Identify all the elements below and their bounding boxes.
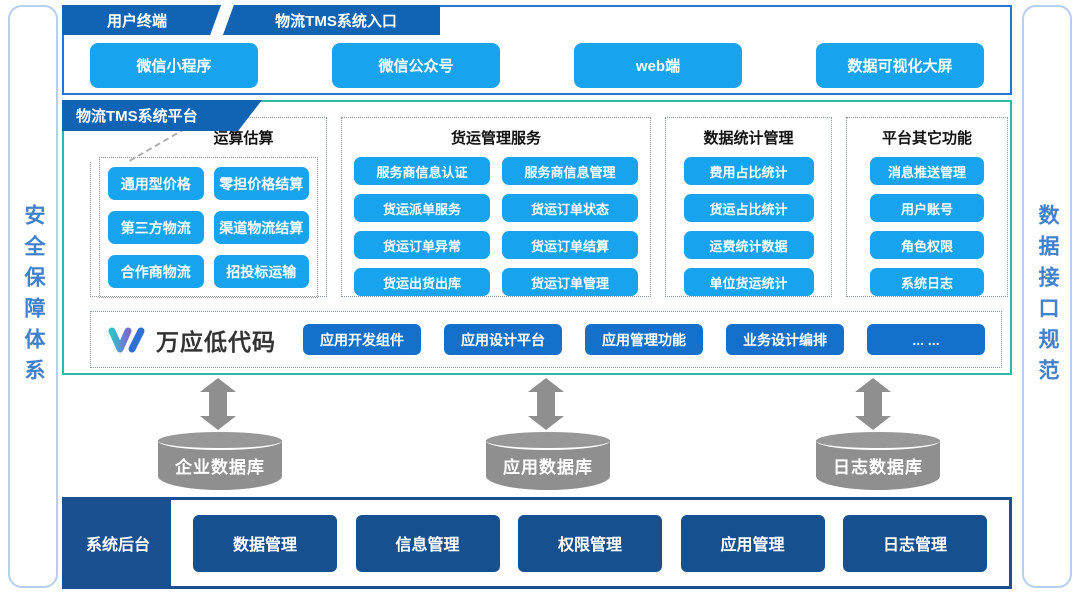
dispatch-service-button[interactable]: 货运派单服务 (354, 194, 490, 222)
log-database-cylinder: 日志数据库 (816, 432, 940, 490)
web-client-button[interactable]: web端 (574, 43, 742, 88)
wechat-miniprogram-button[interactable]: 微信小程序 (90, 43, 258, 88)
lowcode-buttons-row: 应用开发组件 应用设计平台 应用管理功能 业务设计编排 ... ... (303, 324, 985, 355)
entry-header-tab: 用户终端 物流TMS系统入口 (62, 0, 440, 41)
user-terminal-label: 用户终端 (106, 12, 167, 30)
system-backend-section: 系统后台 数据管理 信息管理 权限管理 应用管理 日志管理 (62, 497, 1012, 589)
more-ellipsis-button[interactable]: ... ... (867, 324, 985, 355)
order-management-button[interactable]: 货运订单管理 (502, 268, 638, 296)
unit-freight-stats-button[interactable]: 单位货运统计 (683, 268, 814, 296)
permission-management-button[interactable]: 权限管理 (518, 514, 662, 572)
system-log-button[interactable]: 系统日志 (870, 268, 984, 296)
data-interface-label: 数据接口规范 (1036, 203, 1059, 390)
column-freight-management: 货运管理服务 服务商信息认证 服务商信息管理 货运派单服务 货运订单状态 货运订… (341, 117, 651, 297)
data-interface-pillar: 数据接口规范 (1022, 5, 1072, 588)
column-data-statistics: 数据统计管理 费用占比统计 货运占比统计 运费统计数据 单位货运统计 (665, 117, 832, 297)
data-visualization-screen-button[interactable]: 数据可视化大屏 (816, 43, 984, 88)
order-exception-button[interactable]: 货运订单异常 (354, 231, 490, 259)
role-permission-button[interactable]: 角色权限 (870, 231, 984, 259)
entry-buttons-row: 微信小程序 微信公众号 web端 数据可视化大屏 (64, 43, 1010, 88)
app-management-button[interactable]: 应用管理功能 (585, 324, 703, 355)
column-title: 运算估算 (213, 130, 274, 147)
entry-section: 用户终端 物流TMS系统入口 微信小程序 微信公众号 web端 数据可视化大屏 (62, 0, 1012, 95)
wanying-lowcode-logo: 万应低代码 (107, 323, 303, 357)
column-other-functions: 平台其它功能 消息推送管理 用户账号 角色权限 系统日志 (846, 117, 1008, 297)
double-arrow-icon (855, 378, 891, 430)
message-push-button[interactable]: 消息推送管理 (870, 157, 984, 185)
order-settlement-button[interactable]: 货运订单结算 (502, 231, 638, 259)
log-management-button[interactable]: 日志管理 (843, 514, 987, 572)
platform-columns: 运算估算 通用型价格 零担价格结算 第三方物流 渠道物流结算 合作商物流 招投标… (89, 113, 1008, 298)
column-title: 货运管理服务 (450, 130, 541, 147)
partner-logistics-button[interactable]: 合作商物流 (108, 255, 204, 288)
system-backend-label: 系统后台 (65, 500, 171, 586)
user-account-button[interactable]: 用户账号 (870, 194, 984, 222)
cost-buttons-box: 通用型价格 零担价格结算 第三方物流 渠道物流结算 合作商物流 招投标运输 (99, 157, 318, 298)
cost-ratio-stats-button[interactable]: 费用占比统计 (683, 157, 814, 185)
business-design-orchestration-button[interactable]: 业务设计编排 (726, 324, 844, 355)
logo-text: 万应低代码 (156, 328, 276, 355)
double-arrow-icon (528, 378, 564, 430)
general-price-button[interactable]: 通用型价格 (108, 167, 204, 200)
lowcode-row: 万应低代码 应用开发组件 应用设计平台 应用管理功能 业务设计编排 ... ..… (90, 311, 1002, 368)
slash-divider (209, 0, 235, 41)
app-dev-components-button[interactable]: 应用开发组件 (303, 324, 421, 355)
tms-entry-label: 物流TMS系统入口 (275, 12, 397, 30)
app-design-platform-button[interactable]: 应用设计平台 (444, 324, 562, 355)
column-title: 平台其它功能 (881, 130, 972, 147)
ltl-price-settlement-button[interactable]: 零担价格结算 (213, 167, 309, 200)
freight-ratio-stats-button[interactable]: 货运占比统计 (683, 194, 814, 222)
security-assurance-label: 安全保障体系 (22, 203, 45, 390)
provider-info-management-button[interactable]: 服务商信息管理 (502, 157, 638, 185)
shipment-outbound-button[interactable]: 货运出货出库 (354, 268, 490, 296)
double-arrow-icon (200, 378, 236, 430)
w-logo-icon (108, 327, 145, 352)
tms-platform-tab: 物流TMS系统平台 (62, 100, 262, 131)
backend-buttons-row: 数据管理 信息管理 权限管理 应用管理 日志管理 (171, 500, 1009, 586)
column-cost-estimation: 运算估算 通用型价格 零担价格结算 第三方物流 渠道物流结算 合作商物流 招投标… (89, 113, 327, 298)
provider-info-certification-button[interactable]: 服务商信息认证 (354, 157, 490, 185)
enterprise-database-cylinder: 企业数据库 (158, 432, 282, 490)
info-management-button[interactable]: 信息管理 (355, 514, 500, 572)
order-status-button[interactable]: 货运订单状态 (502, 194, 638, 222)
database-label: 应用数据库 (503, 457, 593, 477)
tms-platform-section: 物流TMS系统平台 运算估算 通用型价格 零担价格结算 第三方物流 渠道物流结算… (62, 100, 1012, 375)
database-label: 企业数据库 (175, 457, 265, 477)
bidding-transport-button[interactable]: 招投标运输 (213, 255, 309, 288)
wechat-official-account-button[interactable]: 微信公众号 (332, 43, 500, 88)
application-database-cylinder: 应用数据库 (486, 432, 610, 490)
data-management-button[interactable]: 数据管理 (193, 514, 337, 572)
channel-logistics-settlement-button[interactable]: 渠道物流结算 (213, 211, 309, 244)
freight-fee-stats-button[interactable]: 运费统计数据 (683, 231, 814, 259)
column-title: 数据统计管理 (703, 130, 794, 147)
database-label: 日志数据库 (833, 457, 923, 477)
security-assurance-pillar: 安全保障体系 (8, 5, 58, 588)
application-management-button[interactable]: 应用管理 (680, 514, 825, 572)
third-party-logistics-button[interactable]: 第三方物流 (108, 211, 204, 244)
